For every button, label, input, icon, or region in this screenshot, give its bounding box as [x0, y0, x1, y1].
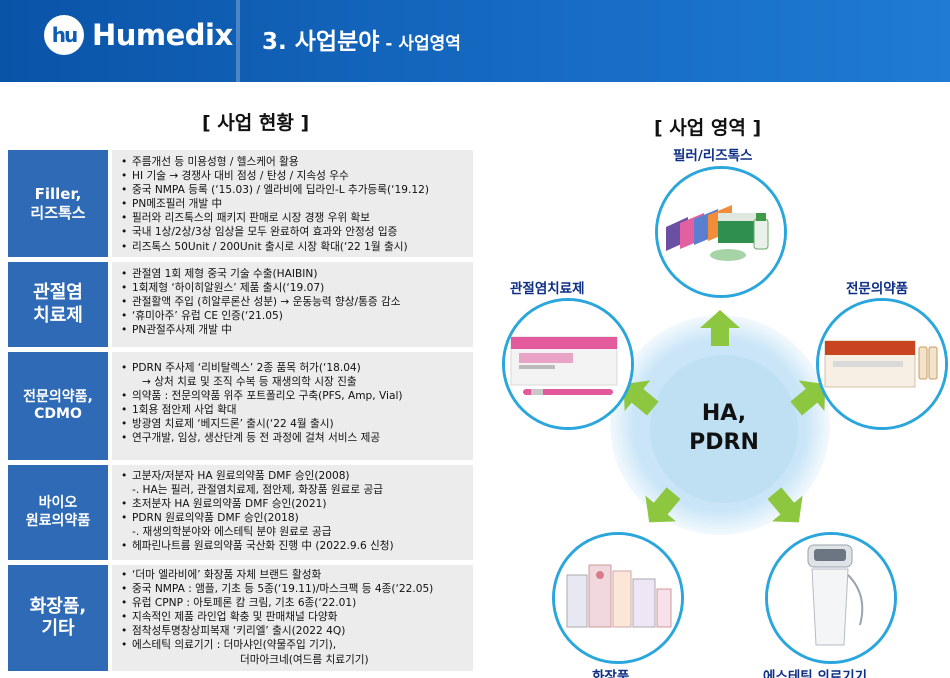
list-item: 관절염 1회 제형 중국 기술 수출(HAIBIN)	[120, 267, 467, 281]
arrow-up-left-icon	[623, 380, 659, 416]
business-area-diagram: HA, PDRN 필러/리즈톡스 관절염치료제	[480, 100, 950, 678]
node-pharma[interactable]	[816, 298, 948, 430]
logo-mark-icon: hu	[44, 15, 84, 55]
list-item: 중국 NMPA 등록 (‘15.03) / 엘라비에 딥라인-L 추가등록(‘1…	[120, 183, 467, 197]
list-item: 중국 NMPA : 앰플, 기초 등 5종(‘19.11)/마스크팩 등 4종(…	[120, 582, 467, 596]
list-item: 국내 1상/2상/3상 임상을 모두 완료하여 효과와 안정성 입증	[120, 225, 467, 239]
list-item: -. 재생의학분야와 에스테틱 분야 원료로 공급	[132, 526, 332, 539]
arthritis-product-image	[505, 301, 631, 427]
list-item: 관절활액 주입 (히알루론산 성분) → 운동능력 향상/통증 감소	[120, 295, 467, 309]
node-filler[interactable]	[655, 166, 787, 298]
list-item: PDRN 원료의약품 DMF 승인(2018)	[120, 511, 467, 525]
list-item: 초저분자 HA 원료의약품 DMF 승인(2021)	[120, 497, 467, 511]
arrow-down-left-icon	[645, 487, 681, 523]
logo-text: Humedix	[92, 18, 233, 52]
list-item: 더마아크네(여드름 치료기기)	[240, 653, 369, 666]
list-item: PDRN 주사제 ‘리비탈렉스’ 2종 품목 허가(‘18.04)	[120, 361, 467, 375]
node-label-filler: 필러/리즈톡스	[673, 148, 753, 164]
node-aesthetic[interactable]	[765, 532, 897, 664]
hub-label-line-2: PDRN	[689, 430, 759, 455]
node-label-arthritis: 관절염치료제	[510, 281, 585, 297]
list-item: 유럽 CPNP : 아토페론 캄 크림, 기초 6종(‘22.01)	[120, 596, 467, 610]
company-logo[interactable]: hu Humedix	[44, 15, 233, 55]
page-title-sub: - 사업영역	[385, 34, 461, 54]
row-body-filler: 주름개선 등 미용성형 / 헬스케어 활용 HI 기술 → 경쟁사 대비 점성 …	[112, 150, 473, 257]
list-item: 리즈톡스 50Unit / 200Unit 출시로 시장 확대(‘22 1월 출…	[120, 240, 467, 254]
list-item: 점착성투명창상피복재 ‘키리엘’ 출시(2022 4Q)	[120, 624, 467, 638]
list-item: 헤파린나트륨 원료의약품 국산화 진행 中 (2022.9.6 신청)	[120, 539, 467, 553]
status-row-pharma: 전문의약품,CDMO PDRN 주사제 ‘리비탈렉스’ 2종 품목 허가(‘18…	[8, 352, 473, 460]
node-arthritis[interactable]	[502, 298, 634, 430]
list-item: → 상처 치료 및 조직 수복 등 재생의학 시장 진출	[142, 376, 357, 389]
status-row-cosmetics: 화장품,기타 ‘더마 엘라비에’ 화장품 자체 브랜드 활성화 중국 NMPA …	[8, 565, 473, 671]
list-item: -. HA는 필러, 관절염치료제, 점안제, 화장품 원료로 공급	[132, 484, 384, 497]
arrow-up-icon	[700, 310, 740, 346]
row-label-cosmetics: 화장품,기타	[8, 565, 108, 671]
list-item: 방광염 치료제 ‘베지드론’ 출시(‘22 4월 출시)	[120, 417, 467, 431]
list-item: 의약품 : 전문의약품 위주 포트폴리오 구축(PFS, Amp, Vial)	[120, 389, 467, 403]
list-item: PN메조필러 개발 中	[120, 197, 467, 211]
page-title: 3. 사업분야- 사업영역	[262, 22, 461, 56]
list-item: 연구개발, 임상, 생산단계 등 전 과정에 걸쳐 서비스 제공	[120, 431, 467, 445]
node-label-aesthetic: 에스테틱 의료기기	[763, 669, 868, 678]
area-heading: [ 사업 영역 ]	[654, 117, 762, 139]
page-title-main: 3. 사업분야	[262, 29, 380, 55]
header-divider	[236, 0, 240, 82]
list-item: 지속적인 제품 라인업 확충 및 판매채널 다양화	[120, 610, 467, 624]
arrow-down-right-icon	[767, 487, 803, 523]
list-item: 1회제형 ‘하이히알원스’ 제품 출시(‘19.07)	[120, 281, 467, 295]
cosmetics-products-image	[555, 535, 681, 661]
hub-circle: HA, PDRN	[650, 355, 798, 503]
header-bar: hu Humedix 3. 사업분야- 사업영역	[0, 0, 950, 82]
pharma-product-image	[819, 301, 945, 427]
row-body-cosmetics: ‘더마 엘라비에’ 화장품 자체 브랜드 활성화 중국 NMPA : 앰플, 기…	[112, 565, 473, 671]
row-body-pharma: PDRN 주사제 ‘리비탈렉스’ 2종 품목 허가(‘18.04) → 상처 치…	[112, 352, 473, 460]
list-item: 1회용 점안제 사업 확대	[120, 403, 467, 417]
list-item: 필러와 리즈톡스의 패키지 판매로 시장 경쟁 우위 확보	[120, 211, 467, 225]
list-item: HI 기술 → 경쟁사 대비 점성 / 탄성 / 지속성 우수	[120, 169, 467, 183]
status-row-arthritis: 관절염치료제 관절염 1회 제형 중국 기술 수출(HAIBIN) 1회제형 ‘…	[8, 262, 473, 347]
list-item: ‘더마 엘라비에’ 화장품 자체 브랜드 활성화	[120, 568, 467, 582]
list-item: 주름개선 등 미용성형 / 헬스케어 활용	[120, 155, 467, 169]
node-cosmetics[interactable]	[552, 532, 684, 664]
list-item: ‘휴미아주’ 유럽 CE 인증(‘21.05)	[120, 309, 467, 323]
row-label-filler: Filler,리즈톡스	[8, 150, 108, 257]
row-label-pharma: 전문의약품,CDMO	[8, 352, 108, 460]
list-item: 에스테틱 의료기기 : 더마샤인(약물주입 기기),	[120, 638, 467, 652]
aesthetic-device-image	[768, 535, 894, 661]
node-label-cosmetics: 화장품	[592, 669, 630, 678]
status-row-filler: Filler,리즈톡스 주름개선 등 미용성형 / 헬스케어 활용 HI 기술 …	[8, 150, 473, 257]
filler-products-image	[658, 169, 784, 295]
row-body-bio: 고분자/저분자 HA 원료의약품 DMF 승인(2008) -. HA는 필러,…	[112, 465, 473, 560]
hub-label-line-1: HA,	[701, 401, 747, 427]
row-body-arthritis: 관절염 1회 제형 중국 기술 수출(HAIBIN) 1회제형 ‘하이히알원스’…	[112, 262, 473, 347]
list-item: 고분자/저분자 HA 원료의약품 DMF 승인(2008)	[120, 469, 467, 483]
list-item: PN관절주사제 개발 中	[120, 323, 467, 337]
node-label-pharma: 전문의약품	[846, 281, 909, 297]
status-heading: [ 사업 현황 ]	[202, 112, 310, 134]
arrow-up-right-icon	[790, 380, 826, 416]
